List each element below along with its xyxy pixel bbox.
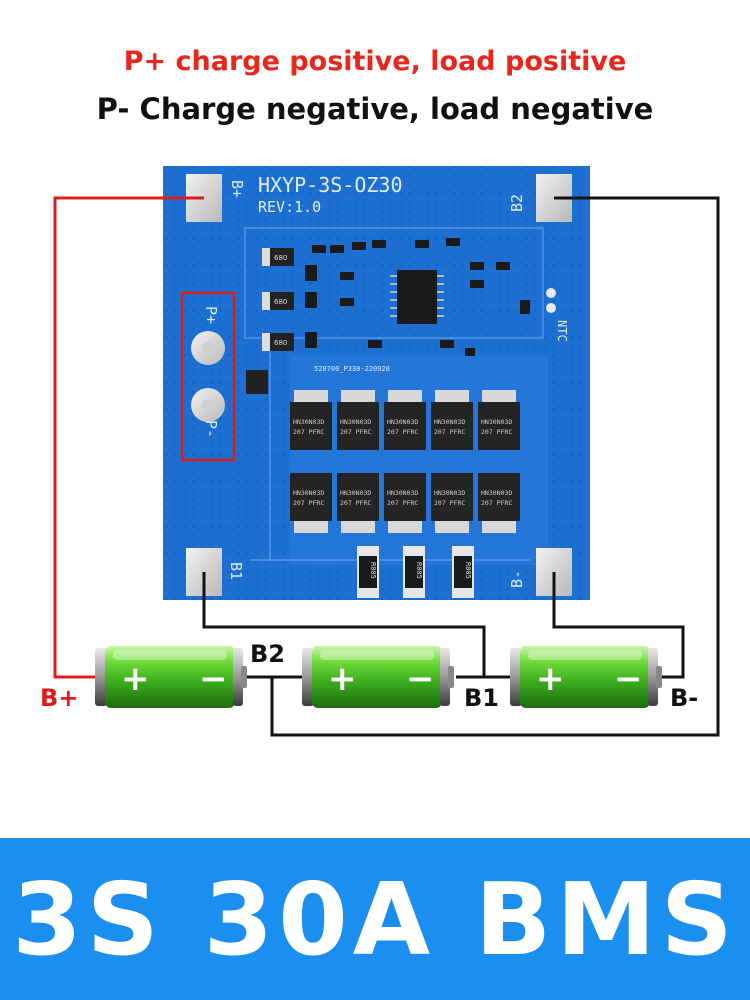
mosfet: HN30N03D 207 PFRC <box>478 390 520 450</box>
heading-line-1: P+ charge positive, load positive <box>123 46 627 77</box>
cell-plus-sign: + <box>328 659 357 699</box>
silk-b1: B1 <box>227 562 245 580</box>
svg-text:207 PFRC: 207 PFRC <box>434 499 465 507</box>
svg-text:HN30N03D: HN30N03D <box>481 418 512 426</box>
label-b-minus: B- <box>670 684 698 712</box>
mosfet: HN30N03D 207 PFRC <box>384 390 426 450</box>
svg-text:HN30N03D: HN30N03D <box>387 489 418 497</box>
svg-text:207 PFRC: 207 PFRC <box>293 499 324 507</box>
mosfet: HN30N03D 207 PFRC <box>290 390 332 450</box>
silk-p-minus: P- <box>202 420 220 438</box>
svg-text:HN30N03D: HN30N03D <box>481 489 512 497</box>
svg-text:207 PFRC: 207 PFRC <box>340 499 371 507</box>
svg-text:HN30N03D: HN30N03D <box>434 489 465 497</box>
shunt-resistor: R005 <box>452 546 474 598</box>
cell-minus-sign: − <box>614 659 643 699</box>
mosfet: HN30N03D 207 PFRC <box>290 473 332 533</box>
shunt-resistors: R005 R005 R005 <box>357 546 474 598</box>
product-banner: 3S 30A BMS <box>0 838 750 1000</box>
mosfet: HN30N03D 207 PFRC <box>478 473 520 533</box>
silk-ntc: NTC <box>555 320 569 342</box>
pcb-board: HXYP-3S-OZ30 REV:1.0 520700_P330-220920 … <box>163 166 590 600</box>
wire-b-minus <box>552 572 685 679</box>
capacitors: 680 680 680 <box>246 248 294 394</box>
svg-text:207 PFRC: 207 PFRC <box>387 499 418 507</box>
svg-text:R005: R005 <box>369 562 377 579</box>
svg-text:R005: R005 <box>415 562 423 579</box>
svg-text:680: 680 <box>274 254 287 262</box>
svg-text:207 PFRC: 207 PFRC <box>481 428 512 436</box>
p-pad-outline <box>180 291 236 462</box>
svg-text:207 PFRC: 207 PFRC <box>434 428 465 436</box>
svg-text:207 PFRC: 207 PFRC <box>340 428 371 436</box>
silk-b2: B2 <box>508 194 526 212</box>
cell-minus-sign: − <box>199 659 228 699</box>
cell-3: +− <box>510 646 662 708</box>
svg-text:680: 680 <box>274 298 287 306</box>
svg-text:207 PFRC: 207 PFRC <box>387 428 418 436</box>
board-model: HXYP-3S-OZ30 <box>258 173 403 197</box>
svg-text:HN30N03D: HN30N03D <box>293 489 324 497</box>
mosfet: HN30N03D 207 PFRC <box>337 473 379 533</box>
board-revision: REV:1.0 <box>258 198 321 216</box>
heading-line-2: P- Charge negative, load negative <box>96 92 654 126</box>
product-title: 3S 30A BMS <box>12 860 738 978</box>
svg-text:207 PFRC: 207 PFRC <box>481 499 512 507</box>
label-b2: B2 <box>250 640 285 668</box>
shunt-resistor: R005 <box>403 546 425 598</box>
svg-text:HN30N03D: HN30N03D <box>340 418 371 426</box>
shunt-resistor: R005 <box>357 546 379 598</box>
mosfet: HN30N03D 207 PFRC <box>337 390 379 450</box>
control-ic <box>390 270 444 324</box>
mosfet: HN30N03D 207 PFRC <box>384 473 426 533</box>
svg-text:HN30N03D: HN30N03D <box>387 418 418 426</box>
svg-text:HN30N03D: HN30N03D <box>434 418 465 426</box>
svg-text:680: 680 <box>274 339 287 347</box>
cell-plus-sign: + <box>536 659 565 699</box>
cell-2: +− <box>302 646 454 708</box>
cell-1: +− <box>95 646 247 708</box>
svg-text:HN30N03D: HN30N03D <box>340 489 371 497</box>
mosfet: HN30N03D 207 PFRC <box>431 473 473 533</box>
label-b1: B1 <box>464 684 499 712</box>
svg-text:HN30N03D: HN30N03D <box>293 418 324 426</box>
svg-text:207 PFRC: 207 PFRC <box>293 428 324 436</box>
cell-plus-sign: + <box>121 659 150 699</box>
cell-minus-sign: − <box>406 659 435 699</box>
bms-wiring-diagram: HXYP-3S-OZ30 REV:1.0 520700_P330-220920 … <box>40 166 720 737</box>
wire-b-plus-red <box>53 196 204 679</box>
smd-parts <box>305 238 530 356</box>
wires <box>53 196 720 737</box>
silk-b-minus: B- <box>508 570 526 588</box>
silk-p-plus: P+ <box>202 306 220 324</box>
silk-b-plus: B+ <box>228 180 246 198</box>
mosfet: HN30N03D 207 PFRC <box>431 390 473 450</box>
label-b-plus: B+ <box>40 684 78 712</box>
pcb-code: 520700_P330-220920 <box>314 365 390 373</box>
svg-text:R005: R005 <box>464 562 472 579</box>
battery-cells: +−+−+− <box>95 646 662 708</box>
